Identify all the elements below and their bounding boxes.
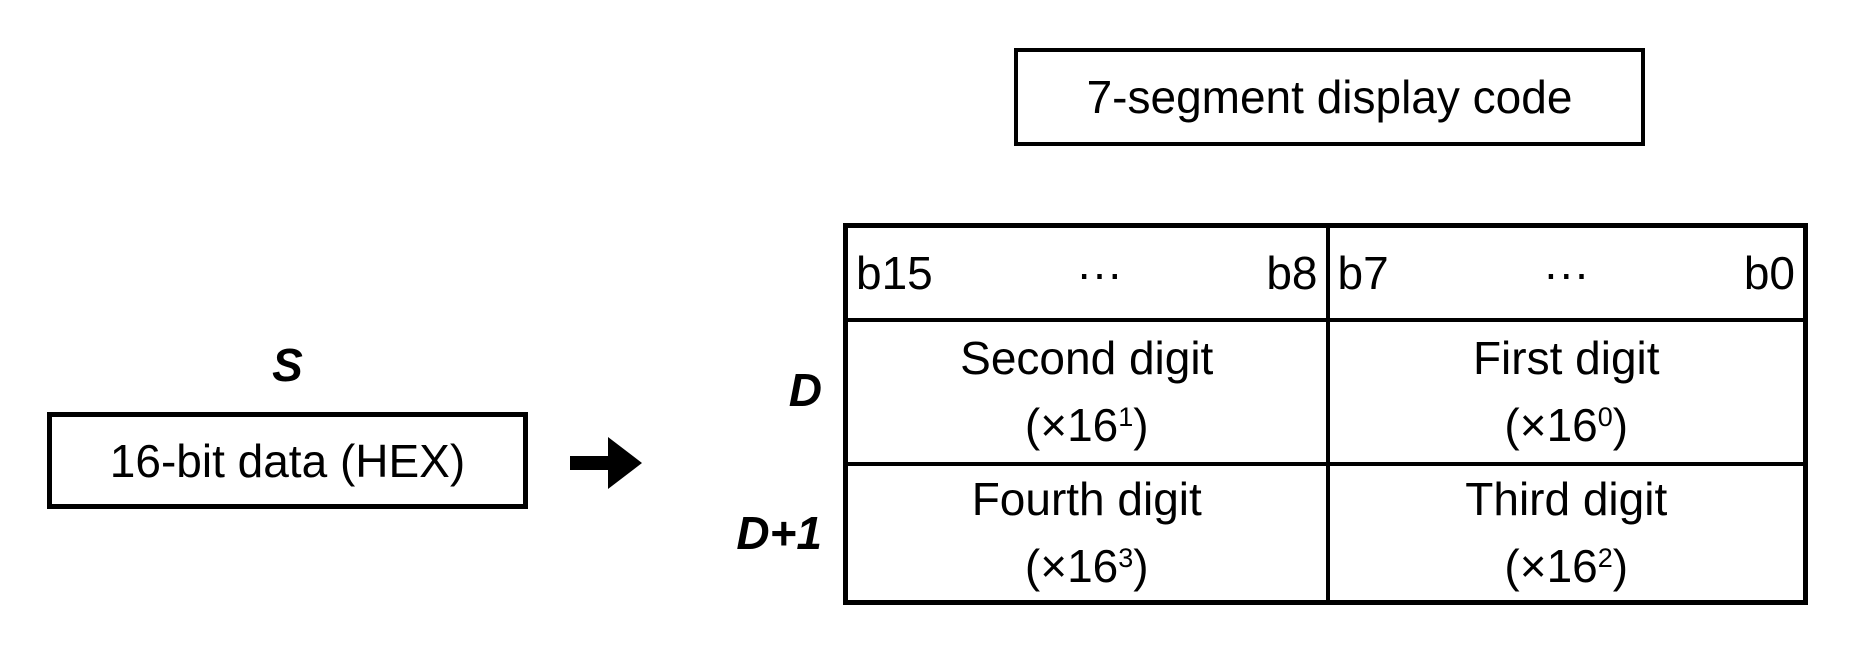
bit-label-b0: b0: [1743, 247, 1795, 299]
digit-name: Fourth digit: [971, 473, 1202, 525]
title-label: 7-segment display code: [1086, 71, 1573, 123]
digit-name: Second digit: [960, 332, 1214, 384]
cell-second-digit: Second digit (×161): [848, 318, 1326, 462]
row-label-d: D: [788, 364, 822, 416]
cell-fourth-digit: Fourth digit (×163): [848, 462, 1326, 600]
row-label-d-plus-1: D+1: [736, 507, 822, 559]
header-cell-low-byte: b7 ··· b0: [1325, 228, 1804, 318]
cell-third-digit: Third digit (×162): [1325, 462, 1803, 600]
bit-label-b15: b15: [856, 247, 933, 299]
header-cell-high-byte: b15 ··· b8: [848, 228, 1326, 318]
ellipsis-dots: ···: [1076, 247, 1123, 299]
bit-table: b15 ··· b8 b7 ··· b0 Second digit (×161)…: [843, 223, 1808, 605]
exponent: 2: [1597, 543, 1613, 573]
source-box-label: 16-bit data (HEX): [109, 434, 466, 487]
digit-weight: (×162): [1504, 540, 1629, 592]
digit-weight: (×160): [1504, 399, 1629, 451]
digit-weight: (×163): [1024, 540, 1149, 592]
title-box: 7-segment display code: [1014, 48, 1645, 146]
digit-name: First digit: [1472, 332, 1660, 384]
cell-first-digit: First digit (×160): [1325, 318, 1803, 462]
exponent: 1: [1118, 402, 1134, 432]
bit-label-b7: b7: [1337, 247, 1389, 299]
source-box: 16-bit data (HEX): [47, 412, 528, 509]
digit-name: Third digit: [1465, 473, 1668, 525]
exponent: 0: [1597, 402, 1613, 432]
right-arrow-icon: [570, 437, 642, 489]
exponent: 3: [1118, 543, 1134, 573]
digit-weight: (×161): [1024, 399, 1149, 451]
source-var-label: S: [272, 339, 303, 391]
ellipsis-dots: ···: [1543, 247, 1590, 299]
bit-label-b8: b8: [1266, 247, 1318, 299]
